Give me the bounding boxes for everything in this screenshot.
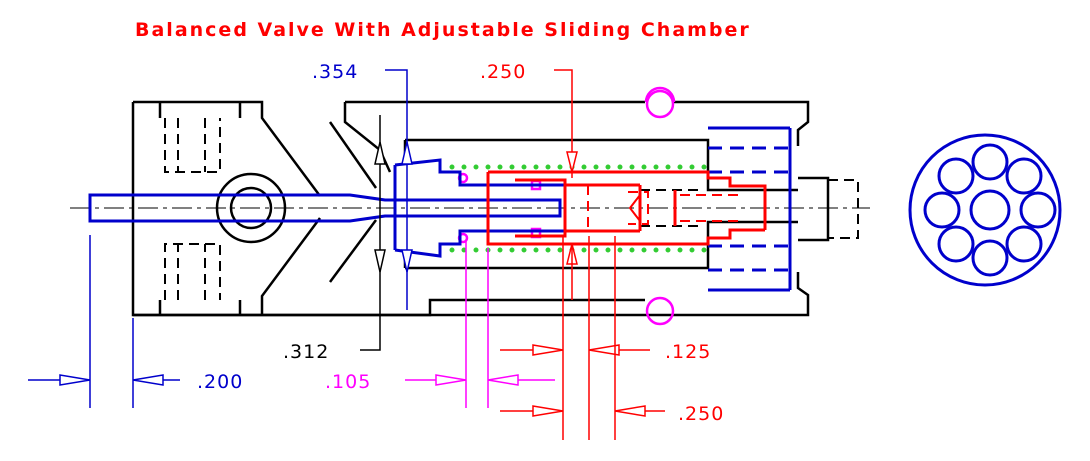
end-view xyxy=(908,133,1062,287)
dim-250-top-label: .250 xyxy=(480,61,526,83)
dim-105-label: .105 xyxy=(325,371,371,393)
dim-200 xyxy=(28,235,180,408)
end-view-hole-bottom-right xyxy=(1005,225,1043,263)
end-view-hole-top-left xyxy=(937,157,975,195)
valve-stem xyxy=(88,126,792,292)
dim-354-label: .354 xyxy=(312,61,358,83)
sliding-chamber xyxy=(486,170,767,246)
dim-354 xyxy=(385,69,413,310)
end-view-center-hole xyxy=(969,189,1011,231)
dim-105 xyxy=(405,240,555,408)
dim-200-label: .200 xyxy=(197,371,243,393)
end-view-hole-top-right xyxy=(1005,157,1043,195)
end-view-hole-left xyxy=(923,191,961,229)
dim-125 xyxy=(500,236,650,440)
end-view-hole-right xyxy=(1019,191,1057,229)
end-view-hole-bottom xyxy=(971,239,1009,277)
end-view-outer-circle xyxy=(908,133,1062,287)
end-view-hole-bottom-left xyxy=(937,225,975,263)
end-view-hole-top xyxy=(971,143,1009,181)
drawing-title: Balanced Valve With Adjustable Sliding C… xyxy=(135,19,751,41)
dim-312 xyxy=(360,115,386,351)
dim-125-label: .125 xyxy=(665,341,711,363)
dim-250-bottom xyxy=(500,236,665,440)
dim-250-top xyxy=(554,69,578,300)
dim-312-label: .312 xyxy=(283,341,329,363)
dim-250-bottom-label: .250 xyxy=(678,403,724,425)
